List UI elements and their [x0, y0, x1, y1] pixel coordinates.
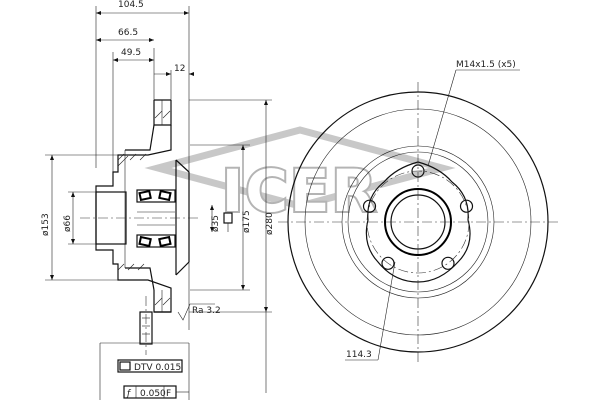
dim-overall-offset: 104.5 [118, 0, 144, 10]
dtv-tolerance: DTV 0.015 [134, 363, 181, 373]
bolt-hole [459, 199, 474, 213]
dia-hat: ø175 [242, 210, 252, 233]
dim-offset-2: 66.5 [118, 28, 138, 38]
bolt-hole [362, 199, 377, 213]
dia-inner-bore: ø35 [211, 215, 221, 232]
brand-watermark: ICER [144, 126, 456, 227]
dia-flange: ø153 [41, 213, 51, 236]
surface-finish-text: Ra 3.2 [192, 306, 221, 316]
hub-disc-section [80, 99, 200, 355]
bolt-spec-text: M14x1.5 (x5) [456, 60, 516, 70]
runout-datum: F [166, 389, 171, 399]
dim-offset-3: 49.5 [121, 48, 141, 58]
surface-finish-callout: Ra 3.2 [177, 303, 221, 321]
front-view: M14x1.5 (x5) 114.3 [278, 60, 558, 362]
top-dimensions: 104.5 66.5 49.5 12 [95, 0, 194, 330]
dim-disc-thickness: 12 [174, 64, 185, 74]
side-section-view: 104.5 66.5 49.5 12 [41, 0, 275, 400]
bolt-hole [441, 256, 455, 270]
dia-hub-bore: ø66 [63, 215, 73, 232]
dia-disc: ø280 [265, 212, 275, 235]
runout-tolerance: 0.050 [140, 389, 166, 399]
diameter-dimensions: ø153 ø66 ø35 ø175 ø280 [41, 99, 275, 393]
bearing [136, 189, 176, 248]
runout-symbol: ƒ [125, 389, 132, 399]
tolerance-frames: DTV 0.015 ƒ 0.050 F [99, 342, 190, 400]
bolt-spec-callout: M14x1.5 (x5) [427, 60, 520, 167]
bolt-hole [381, 256, 395, 270]
bolt-holes [362, 164, 474, 270]
center-bore-outer [384, 188, 452, 256]
pcd-text: 114.3 [346, 350, 372, 360]
flatness-symbol [223, 212, 233, 232]
pcd-callout: 114.3 [345, 261, 396, 361]
section-hatching [117, 110, 171, 306]
